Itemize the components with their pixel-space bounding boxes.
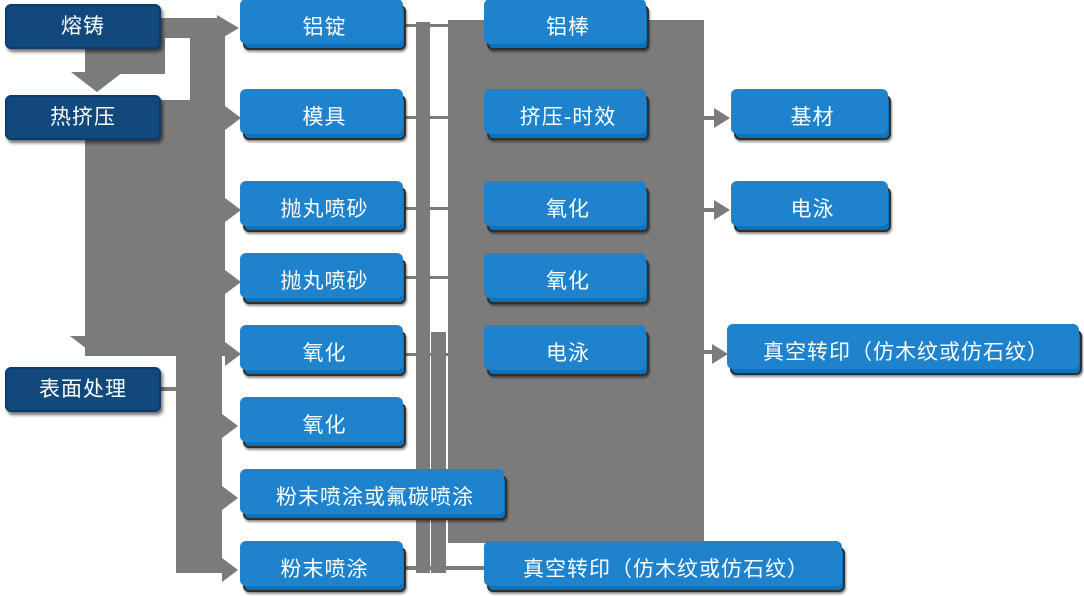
arrow-right-icon xyxy=(222,486,238,510)
node-electrophoresis-1: 电泳 xyxy=(487,331,649,376)
arrow-right-icon xyxy=(222,558,238,582)
connector-bottom-tick xyxy=(406,566,487,570)
node-aluminum-ingot: 铝锭 xyxy=(243,5,406,50)
node-electrophoresis-2: 电泳 xyxy=(734,187,891,232)
node-oxidation-4: 氧化 xyxy=(487,259,649,304)
connector-collector-bar-2 xyxy=(431,332,446,573)
node-oxidation-2: 氧化 xyxy=(243,403,406,448)
connector-stem xyxy=(702,208,716,212)
connector-top-join xyxy=(190,30,225,110)
connector-surface-treatment-link xyxy=(161,387,176,391)
connector-surface-treatment-bar xyxy=(176,354,222,573)
arrow-right-icon xyxy=(712,344,728,364)
arrow-down-icon xyxy=(71,72,123,92)
node-vacuum-transfer-print-2: 真空转印（仿木纹或仿石纹） xyxy=(730,330,1082,375)
node-extrusion-aging: 挤压-时效 xyxy=(487,95,649,140)
connector-tick xyxy=(406,276,448,279)
node-shot-blasting-1: 抛丸喷砂 xyxy=(243,187,406,232)
arrow-right-icon xyxy=(225,342,241,366)
connector-tick xyxy=(406,207,448,210)
node-vacuum-transfer-print-1: 真空转印（仿木纹或仿石纹） xyxy=(487,547,845,592)
node-aluminum-rod: 铝棒 xyxy=(487,5,649,50)
arrow-right-icon xyxy=(222,414,238,438)
connector-collector-bar-1 xyxy=(416,22,430,573)
arrow-right-icon xyxy=(714,108,730,128)
node-oxidation-1: 氧化 xyxy=(243,331,406,376)
node-powder-or-fluorocarbon-coating: 粉末喷涂或氟碳喷涂 xyxy=(243,475,507,520)
arrow-down-icon xyxy=(70,336,122,356)
connector-stem xyxy=(702,116,716,120)
node-surface-treatment: 表面处理 xyxy=(5,367,161,412)
node-powder-coating: 粉末喷涂 xyxy=(243,547,406,592)
node-base-material: 基材 xyxy=(734,95,891,140)
arrow-right-icon xyxy=(714,200,730,220)
node-shot-blasting-2: 抛丸喷砂 xyxy=(243,259,406,304)
node-melting-casting: 熔铸 xyxy=(5,4,161,49)
arrow-right-icon xyxy=(225,106,241,130)
connector-main-block xyxy=(85,100,225,356)
node-oxidation-3: 氧化 xyxy=(487,187,649,232)
connector-tick xyxy=(406,24,448,27)
node-hot-extrusion: 热挤压 xyxy=(5,95,161,140)
arrow-right-icon xyxy=(225,198,241,222)
connector-tick xyxy=(406,353,448,356)
connector-stem xyxy=(702,350,716,354)
node-mold: 模具 xyxy=(243,95,406,140)
arrow-right-icon xyxy=(225,270,241,294)
connector-tick xyxy=(406,116,448,119)
